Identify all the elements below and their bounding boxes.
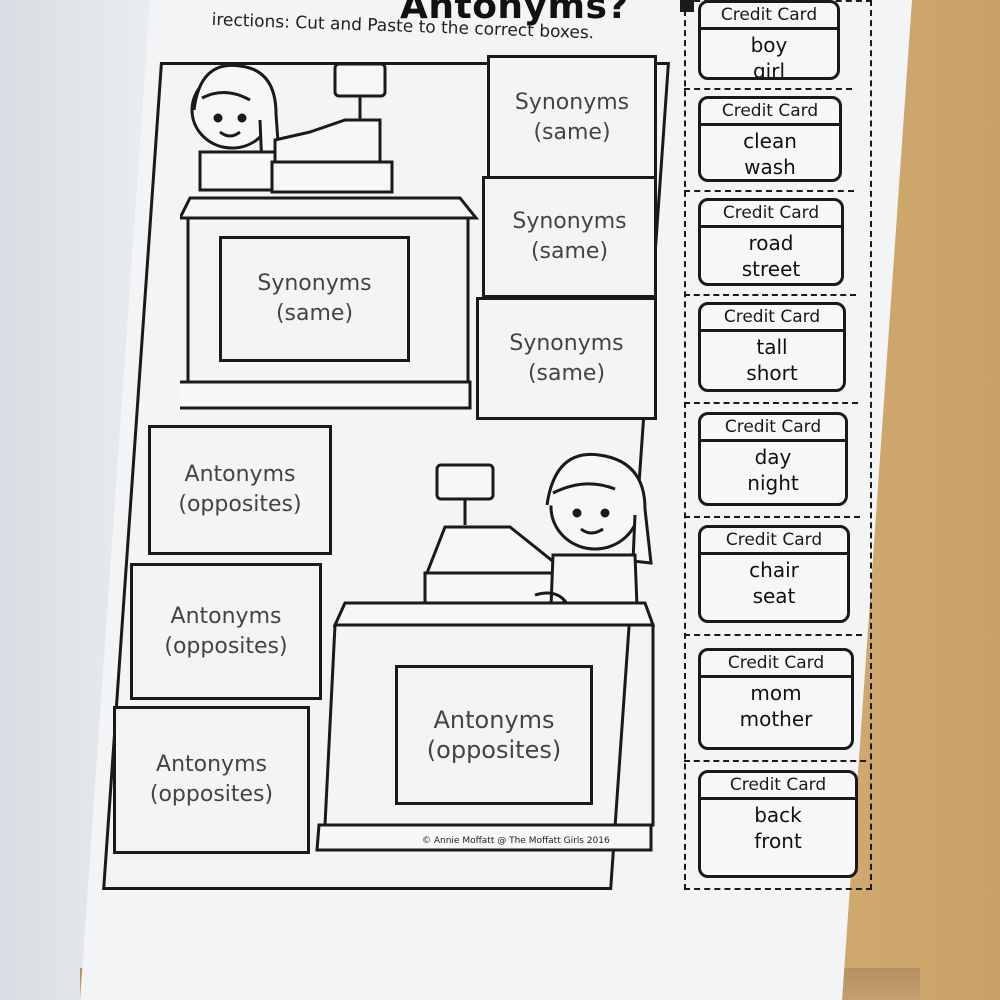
synonyms-box-1[interactable]: Synonyms (same) xyxy=(487,55,657,180)
cut-line xyxy=(684,760,866,762)
card-word-2: wash xyxy=(744,155,796,179)
antonyms-label: Antonyms xyxy=(170,603,282,629)
antonyms-label: Antonyms xyxy=(433,706,555,734)
synonyms-box-2[interactable]: Synonyms (same) xyxy=(482,176,657,298)
card-word-2: short xyxy=(746,361,798,385)
synonyms-label: Synonyms xyxy=(509,330,624,356)
synonyms-box-3[interactable]: Synonyms (same) xyxy=(476,297,657,420)
card-word-1: road xyxy=(748,231,794,255)
title-banner xyxy=(680,0,694,12)
card-header: Credit Card xyxy=(701,773,855,800)
antonyms-sublabel: (opposites) xyxy=(149,782,274,807)
synonyms-sublabel: (same) xyxy=(275,301,354,326)
antonyms-sublabel: (opposites) xyxy=(178,492,302,517)
card-word-1: clean xyxy=(743,129,797,153)
synonyms-sublabel: (same) xyxy=(530,239,609,264)
card-word-1: tall xyxy=(756,335,788,359)
card-header: Credit Card xyxy=(701,651,851,678)
card-header: Credit Card xyxy=(701,528,847,555)
card-header: Credit Card xyxy=(701,415,845,442)
cut-line xyxy=(684,516,860,518)
synonyms-sublabel: (same) xyxy=(533,119,611,145)
antonyms-box-3[interactable]: Antonyms (opposites) xyxy=(113,706,310,854)
worksheet-title: Antonyms? xyxy=(400,0,629,27)
antonyms-label: Antonyms xyxy=(184,462,296,487)
cashier-girl-top-icon xyxy=(180,62,480,410)
synonyms-box-counter[interactable]: Synonyms (same) xyxy=(219,236,410,362)
cashier-girl-bottom-icon xyxy=(315,452,656,852)
antonyms-box-counter[interactable]: Antonyms (opposites) xyxy=(395,665,593,805)
antonyms-box-2[interactable]: Antonyms (opposites) xyxy=(130,563,322,700)
card-header: Credit Card xyxy=(701,3,837,30)
card-word-2: street xyxy=(741,257,801,281)
card-header: Credit Card xyxy=(701,99,839,126)
synonyms-label: Synonyms xyxy=(514,89,630,115)
card-header: Credit Card xyxy=(701,305,843,332)
synonyms-sublabel: (same) xyxy=(527,360,606,386)
card-word-1: boy xyxy=(750,33,788,57)
card-word-1: back xyxy=(754,803,802,827)
cut-line xyxy=(684,294,856,296)
synonyms-label: Synonyms xyxy=(257,271,372,296)
card-word-2: front xyxy=(754,829,802,853)
card-word-1: mom xyxy=(750,681,802,705)
card-word-2: seat xyxy=(752,584,796,608)
card-word-1: day xyxy=(754,445,792,469)
cut-line xyxy=(684,88,852,90)
cut-line xyxy=(684,634,862,636)
antonyms-label: Antonyms xyxy=(156,752,267,777)
antonyms-sublabel: (opposites) xyxy=(426,736,562,764)
synonyms-label: Synonyms xyxy=(512,209,627,234)
card-word-2: girl xyxy=(752,59,786,80)
card-header: Credit Card xyxy=(701,201,841,228)
antonyms-sublabel: (opposites) xyxy=(164,633,288,659)
cut-line xyxy=(684,402,858,404)
cut-line xyxy=(684,190,854,192)
card-word-1: chair xyxy=(749,558,799,582)
card-word-2: night xyxy=(747,471,799,495)
antonyms-box-1[interactable]: Antonyms (opposites) xyxy=(148,425,332,555)
card-word-2: mother xyxy=(739,707,813,731)
copyright-text: © Annie Moffatt @ The Moffatt Girls 2016 xyxy=(422,836,610,846)
